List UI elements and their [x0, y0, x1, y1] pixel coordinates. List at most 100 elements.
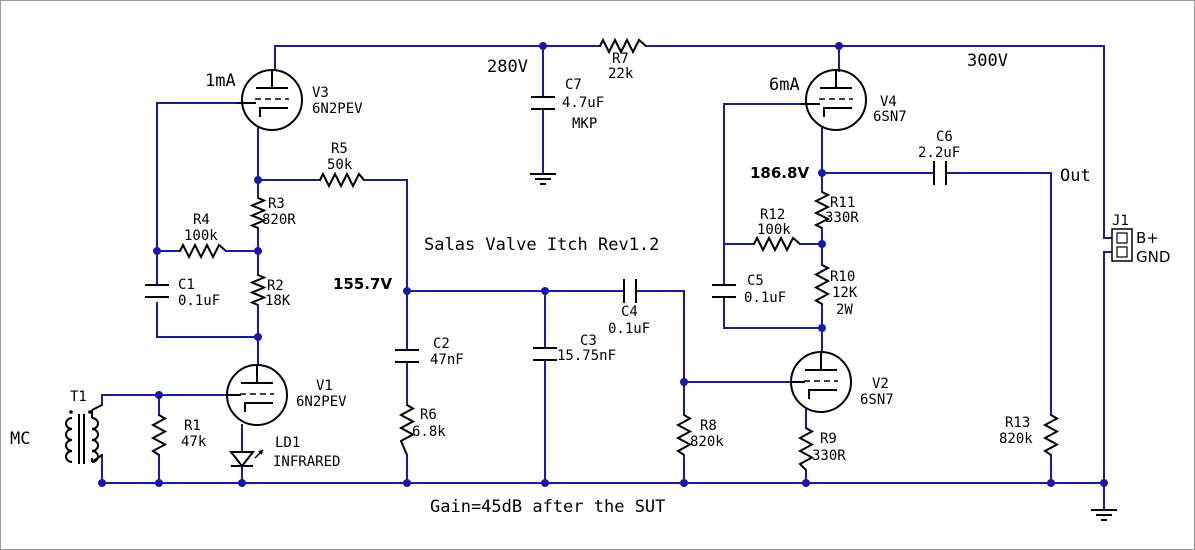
value-r13: 820k	[999, 431, 1033, 447]
value-r5: 50k	[327, 157, 353, 173]
ref-j1: J1	[1112, 213, 1129, 229]
led-ld1	[228, 449, 264, 468]
resistor-r7	[599, 37, 647, 55]
label-v3-current: 1mA	[205, 71, 236, 91]
value-r9: 330R	[812, 448, 846, 464]
value-r6: 6.8k	[412, 424, 446, 440]
value-c2: 47nF	[430, 352, 464, 368]
value-c7: 4.7uF	[562, 95, 604, 111]
resistor-r4	[179, 242, 227, 260]
tube-v4	[801, 69, 867, 131]
schematic-title: Salas Valve Itch Rev1.2	[424, 235, 659, 255]
value-v4: 6SN7	[873, 109, 907, 125]
label-v4-current: 6mA	[769, 75, 800, 95]
ref-r6: R6	[420, 407, 437, 423]
ref-v3: V3	[312, 85, 329, 101]
note-r10: 2W	[836, 302, 853, 318]
ref-r13: R13	[1005, 415, 1030, 431]
tube-v1	[226, 364, 288, 426]
resistor-r2	[249, 274, 267, 306]
ref-r7: R7	[612, 51, 629, 67]
resistor-r3	[249, 197, 267, 229]
label-280v: 280V	[487, 57, 528, 77]
value-r7: 22k	[608, 66, 634, 82]
resistor-r5	[319, 171, 365, 189]
ground-symbol-c7	[530, 173, 556, 185]
ref-c4: C4	[621, 304, 638, 320]
label-out: Out	[1060, 166, 1091, 186]
label-300v: 300V	[967, 51, 1008, 71]
note-c7: MKP	[572, 116, 597, 132]
gain-note: Gain=45dB after the SUT	[430, 497, 665, 517]
junctions	[98, 42, 1108, 487]
value-c3: 15.75nF	[557, 348, 616, 364]
value-r11: 330R	[825, 210, 859, 226]
ref-r3: R3	[268, 196, 285, 212]
value-c1: 0.1uF	[178, 293, 220, 309]
tube-v2	[790, 351, 852, 413]
ref-r12: R12	[760, 207, 785, 223]
resistor-r9	[797, 427, 815, 471]
ref-c5: C5	[747, 273, 764, 289]
capacitor-c4	[623, 279, 637, 303]
label-bplus: B+	[1136, 229, 1159, 247]
resistor-r1	[150, 414, 168, 456]
transformer-t1	[65, 404, 103, 464]
ref-c2: C2	[433, 336, 450, 352]
wires	[101, 45, 1113, 511]
resistor-r8	[675, 414, 693, 456]
value-v2: 6SN7	[860, 392, 894, 408]
resistor-r10	[813, 264, 831, 305]
ref-r1: R1	[184, 418, 201, 434]
ref-c7: C7	[565, 77, 582, 93]
ref-t1: T1	[70, 389, 87, 405]
label-gnd: GND	[1136, 248, 1170, 266]
capacitor-c3	[533, 347, 557, 361]
value-r3: 820R	[262, 212, 296, 228]
label-155v: 155.7V	[333, 275, 392, 293]
resistor-r12	[753, 235, 801, 253]
ref-r4: R4	[193, 212, 210, 228]
ref-c1: C1	[178, 277, 195, 293]
resistor-r13	[1042, 414, 1060, 456]
value-c6: 2.2uF	[918, 145, 960, 161]
value-r2: 18K	[265, 293, 291, 309]
resistor-r6	[398, 404, 416, 456]
connector-j1	[1111, 228, 1133, 262]
value-v3: 6N2PEV	[312, 101, 363, 117]
ref-r10: R10	[830, 269, 855, 285]
value-r1: 47k	[181, 434, 207, 450]
value-v1: 6N2PEV	[296, 394, 347, 410]
ground-symbol-main	[1091, 509, 1117, 521]
value-c4: 0.1uF	[608, 321, 650, 337]
ref-r2: R2	[267, 278, 284, 294]
ref-r9: R9	[820, 431, 837, 447]
ref-v4: V4	[880, 94, 897, 110]
resistor-r11	[813, 191, 831, 229]
value-ld1: INFRARED	[273, 454, 340, 470]
ref-c3: C3	[580, 333, 597, 349]
label-mc: MC	[10, 429, 30, 449]
ref-ld1: LD1	[275, 435, 300, 451]
capacitor-c6	[933, 161, 947, 185]
value-r8: 820k	[690, 434, 724, 450]
value-r12: 100k	[757, 222, 791, 238]
ref-v2: V2	[872, 376, 889, 392]
capacitor-c5	[712, 284, 736, 298]
ref-c6: C6	[936, 129, 953, 145]
ref-r8: R8	[700, 418, 717, 434]
value-r10: 12K	[832, 285, 858, 301]
capacitor-c1	[145, 284, 169, 298]
tube-v3	[237, 69, 303, 131]
ref-v1: V1	[316, 378, 333, 394]
value-r4: 100k	[184, 228, 218, 244]
capacitor-c2	[395, 349, 419, 363]
ref-r11: R11	[830, 195, 855, 211]
capacitor-c7	[531, 96, 555, 110]
ref-r5: R5	[331, 141, 348, 157]
value-c5: 0.1uF	[744, 290, 786, 306]
label-186v: 186.8V	[750, 164, 809, 182]
